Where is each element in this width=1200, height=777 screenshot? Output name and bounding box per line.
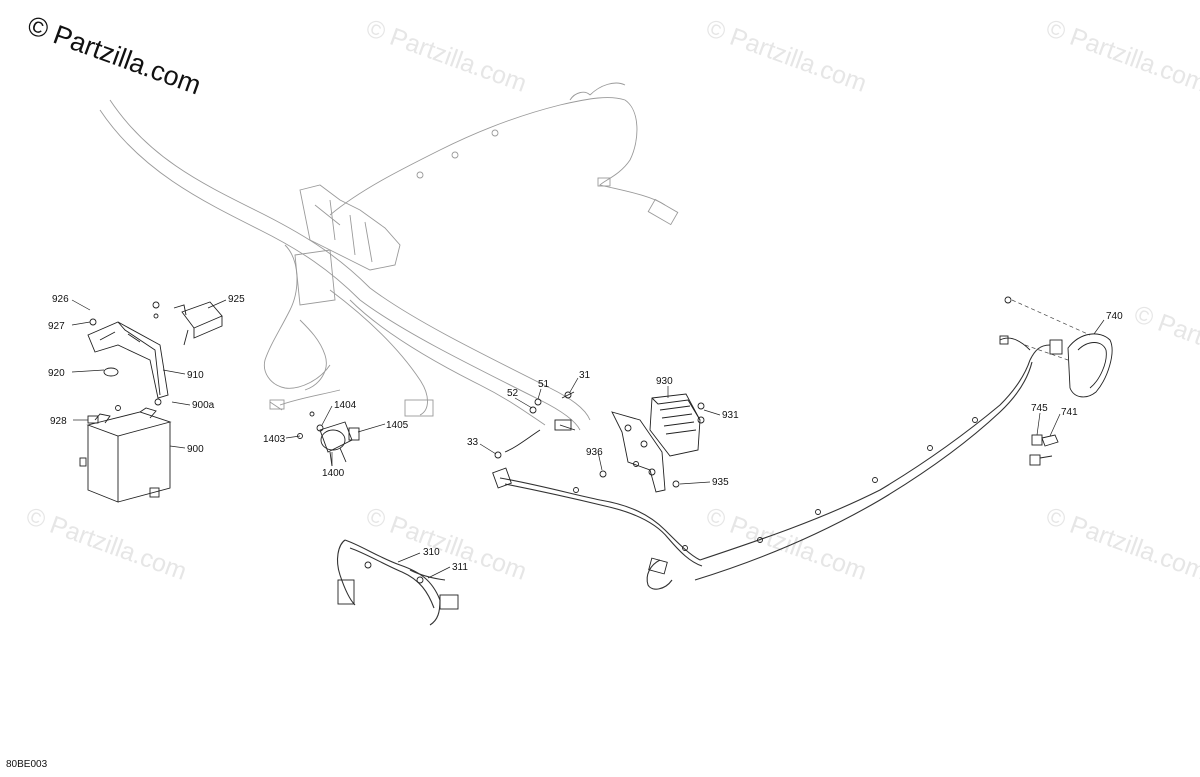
callout-910: 910: [187, 370, 204, 381]
callout-51: 51: [538, 379, 550, 390]
battery-900: [79, 398, 172, 503]
callout-31: 31: [579, 370, 591, 381]
callout-935: 935: [712, 477, 729, 488]
callout-930: 930: [656, 376, 673, 387]
callout-925: 925: [228, 294, 245, 305]
callout-936: 936: [586, 447, 603, 458]
callout-1405: 1405: [386, 420, 409, 431]
callout-900: 900: [187, 444, 204, 455]
callout-33: 33: [467, 437, 479, 448]
fuse-box-925: [152, 301, 223, 346]
callout-labels: 926 927 925 920 910 900a 928 900 1404 14…: [48, 294, 1123, 573]
diagram-reference-code: 80BE003: [6, 759, 48, 770]
callout-920: 920: [48, 368, 65, 379]
fasteners-31-51-52-33: [494, 391, 680, 488]
mid-harness: [269, 289, 546, 426]
module-bracket-936: [611, 411, 666, 493]
callout-52: 52: [507, 388, 519, 399]
control-module-930: [649, 393, 705, 457]
rear-light-740: [1004, 296, 1113, 398]
starter-solenoid-1400: [297, 411, 360, 467]
callout-311: 311: [452, 562, 468, 573]
callout-leaders: [71, 299, 1105, 579]
rear-light-harness: [492, 335, 1051, 590]
switch-745-741: [1029, 434, 1059, 466]
callout-927: 927: [48, 321, 65, 332]
callout-931: 931: [722, 410, 739, 421]
callout-1403: 1403: [263, 434, 286, 445]
callout-741: 741: [1061, 407, 1078, 418]
harness-310-311: [336, 539, 459, 626]
callout-745: 745: [1031, 403, 1048, 414]
callout-1400: 1400: [322, 468, 345, 479]
callout-1404: 1404: [334, 400, 357, 411]
callout-310: 310: [423, 547, 440, 558]
vehicle-frame-outline: [99, 99, 591, 431]
battery-bracket-910: [87, 318, 169, 399]
callout-740: 740: [1106, 311, 1123, 322]
upper-harness: [329, 82, 679, 226]
callout-926: 926: [52, 294, 69, 305]
callout-900a: 900a: [192, 400, 215, 411]
callout-928: 928: [50, 416, 67, 427]
